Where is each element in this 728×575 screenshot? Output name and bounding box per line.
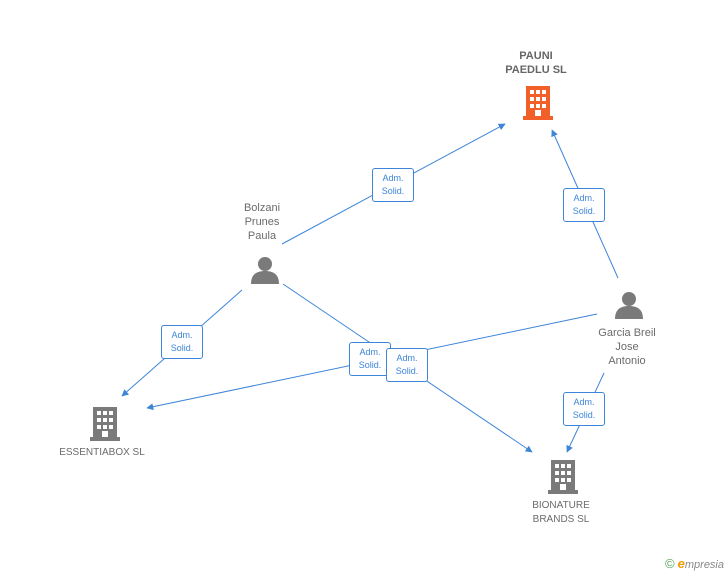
edge-badge-garcia-bionature[interactable]: Adm. Solid. [563,392,605,426]
badge-line-2: Solid. [572,410,596,420]
badge-line-1: Adm. [573,193,595,203]
brand-logo-text: mpresia [684,559,724,571]
badge-line-2: Solid. [381,186,405,196]
edge-badge-garcia-essentiabox[interactable]: Adm. Solid. [349,342,391,376]
node-label-bionature: BIONATURE BRANDS SL [532,500,590,525]
badge-line-1: Adm. [359,347,381,357]
edge-badge-bolzani-essentiabox[interactable]: Adm. Solid. [161,325,203,359]
badge-line-1: Adm. [396,353,418,363]
brand-logo-initial: e [677,556,685,571]
edge-badge-bolzani-bionature[interactable]: Adm. Solid. [386,348,428,382]
badge-line-2: Solid. [170,343,194,353]
copyright-symbol: © [665,556,675,571]
building-icon[interactable] [90,405,120,441]
badge-line-1: Adm. [171,330,193,340]
node-label-essentiabox: ESSENTIABOX SL [59,447,145,458]
edge-badge-bolzani-pauni[interactable]: Adm. Solid. [372,168,414,202]
person-icon[interactable] [614,290,644,320]
badge-line-1: Adm. [382,173,404,183]
building-icon[interactable] [523,84,553,120]
building-icon[interactable] [548,458,578,494]
badge-line-1: Adm. [573,397,595,407]
person-icon[interactable] [250,255,280,285]
node-label-bolzani: Bolzani Prunes Paula [243,202,281,242]
badge-line-2: Solid. [358,360,382,370]
node-label-pauni: PAUNI PAEDLU SL [505,50,567,76]
badge-line-2: Solid. [395,366,419,376]
edge-badge-garcia-pauni[interactable]: Adm. Solid. [563,188,605,222]
badge-line-2: Solid. [572,206,596,216]
node-label-garcia: Garcia Breil Jose Antonio [598,327,656,367]
copyright-footer: ©empresia [665,556,724,571]
